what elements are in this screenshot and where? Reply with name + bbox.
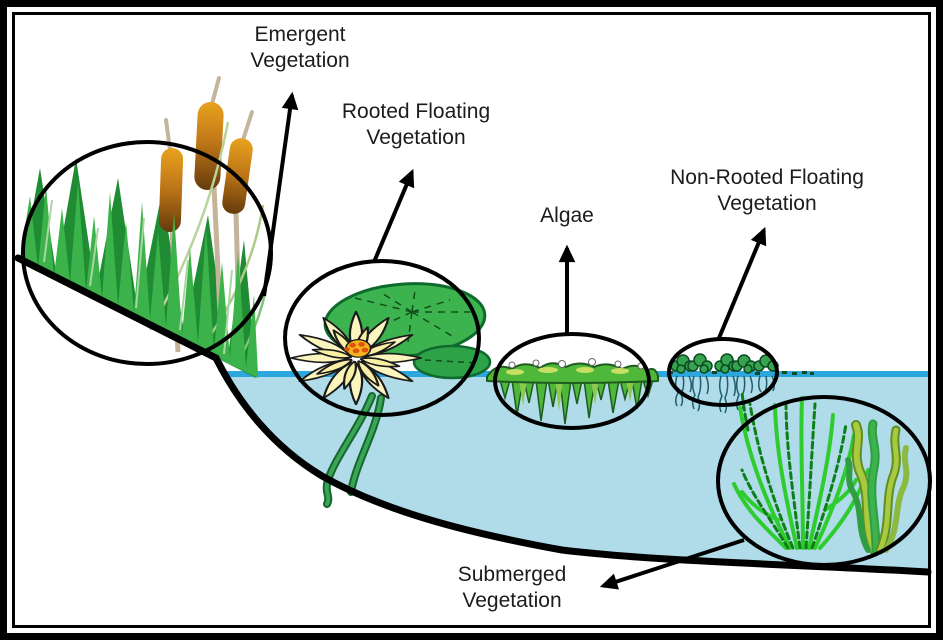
callout-arrows <box>262 91 767 590</box>
submerged-label-line2: Vegetation <box>462 589 562 612</box>
rooted-label-line1: Rooted Floating <box>341 100 491 123</box>
emergent-vegetation-label: Emergent Vegetation <box>250 22 349 74</box>
non-rooted-arrow <box>717 226 767 339</box>
grass-back <box>24 158 256 378</box>
flower-stamens <box>344 342 369 354</box>
grass-highlights <box>43 199 233 355</box>
submerged-vegetation-label: Submerged Vegetation <box>458 562 567 614</box>
non-rooted-floating-vegetation-label: Non-Rooted Floating Vegetation <box>670 165 864 217</box>
algae-circle <box>493 332 651 430</box>
rooted-floating-arrow <box>372 168 415 263</box>
non-rooted-floating-illustration <box>668 353 814 414</box>
submerged-label-line1: Submerged <box>457 563 567 586</box>
non-rooted-label-line2: Vegetation <box>717 192 817 215</box>
emergent-label-line1: Emergent <box>254 23 346 46</box>
floating-plant-heads <box>670 353 779 374</box>
lily-pad-veins <box>354 289 470 343</box>
floating-plant-roots <box>674 375 776 414</box>
submerged-seaweed <box>845 419 910 555</box>
non-rooted-circle <box>667 337 779 407</box>
submerged-arrow <box>599 538 745 590</box>
rooted-floating-vegetation-label: Rooted Floating Vegetation <box>342 99 490 151</box>
algae-label: Algae <box>540 203 594 229</box>
non-rooted-label-line1: Non-Rooted Floating <box>670 166 864 189</box>
algae-illustration <box>486 358 659 425</box>
emergent-arrow <box>262 91 299 297</box>
algae-mat <box>486 362 659 384</box>
shore-and-floor-line <box>14 254 932 576</box>
rooted-floating-circle <box>283 259 481 417</box>
algae-mat-highlights <box>506 367 629 375</box>
emergent-label-line2: Vegetation <box>250 49 350 72</box>
algae-label-line1: Algae <box>540 204 594 227</box>
water-lily-illustration <box>289 282 492 508</box>
rooted-label-line2: Vegetation <box>366 126 466 149</box>
algae-drips-light <box>519 380 634 411</box>
algae-bubbles <box>508 358 645 370</box>
lily-flower <box>289 310 423 406</box>
